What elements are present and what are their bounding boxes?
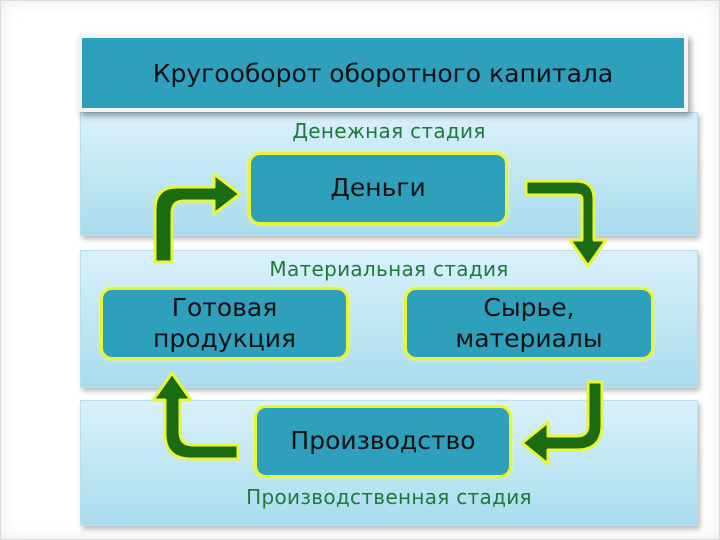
arrow-finished-to-money-icon [153, 172, 242, 264]
material-stage-label: Материальная стадия [269, 257, 509, 281]
node-finished-goods: Готовая продукция [100, 287, 349, 360]
arrow-money-to-raw-icon [524, 179, 608, 268]
money-stage-label: Денежная стадия [292, 119, 486, 143]
production-stage-label: Производственная стадия [246, 485, 532, 509]
arrow-raw-to-production-icon [520, 380, 604, 466]
node-money: Деньги [248, 152, 508, 225]
diagram-title: Кругооборот оборотного капитала [152, 58, 614, 88]
title-box: Кругооборот оборотного капитала [78, 34, 688, 112]
node-money-label: Деньги [330, 173, 426, 203]
node-raw-materials-label: Сырье, материалы [455, 293, 603, 353]
node-production-label: Производство [290, 426, 476, 456]
node-production: Производство [254, 405, 512, 478]
arrow-production-to-finished-icon [151, 371, 240, 461]
node-raw-materials: Сырье, материалы [404, 287, 654, 360]
node-finished-goods-label: Готовая продукция [153, 293, 296, 353]
